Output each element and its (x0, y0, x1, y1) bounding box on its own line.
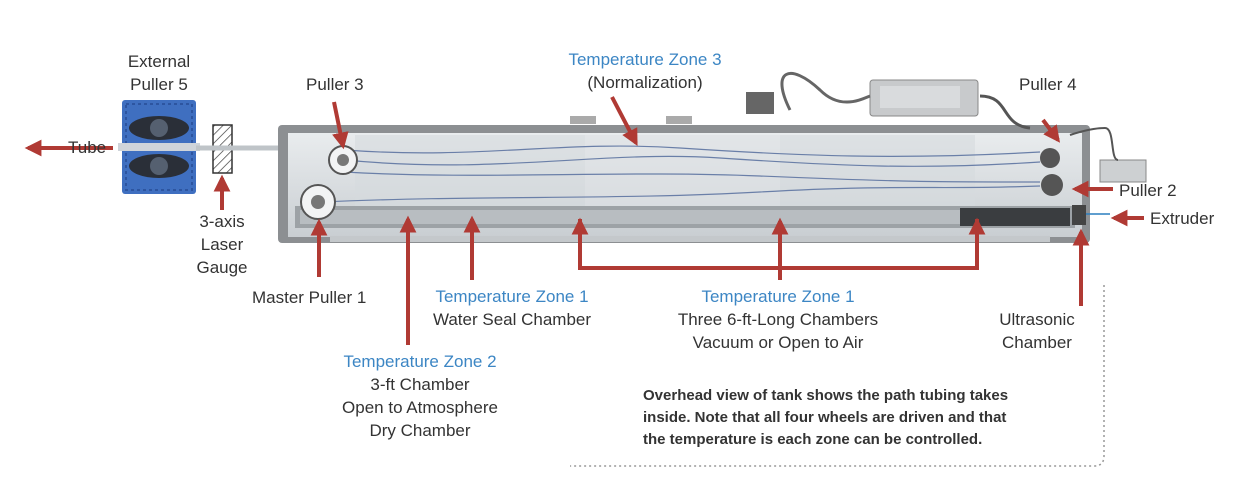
tube-label: Tube (68, 138, 107, 157)
note-line-2: inside. Note that all four wheels are dr… (643, 409, 1007, 426)
zone-2-title: Temperature Zone 2 (343, 352, 497, 371)
zone-1-water-line-1: Water Seal Chamber (432, 310, 592, 329)
zone-2-line-1: 3-ft Chamber (370, 375, 470, 394)
zone-2-line-3: Dry Chamber (369, 421, 471, 440)
annotation-arrows (24, 96, 1144, 345)
tank-body (278, 125, 1090, 243)
puller-4-arrow (1041, 118, 1061, 143)
puller-2-label: Puller 2 (1119, 181, 1177, 200)
laser-gauge-line-1: 3-axis (199, 212, 245, 231)
note-line-3: the temperature is each zone can be cont… (643, 431, 983, 448)
zone-1-water-title: Temperature Zone 1 (435, 287, 589, 306)
overhead-view-note: Overhead view of tank shows the path tub… (643, 385, 1113, 451)
zone-3-line-1: (Normalization) (587, 73, 703, 92)
note-line-1: Overhead view of tank shows the path tub… (643, 387, 1009, 404)
laser-gauge-line-2: Laser (200, 235, 244, 254)
zone-1-three-line-1: Three 6-ft-Long Chambers (677, 310, 879, 329)
zone-3-label: Temperature Zone 3 (Normalization) (536, 48, 754, 94)
zone-3-title: Temperature Zone 3 (568, 50, 722, 69)
external-puller-5-label: External Puller 5 (108, 50, 210, 96)
master-puller-1-label: Master Puller 1 (252, 288, 367, 307)
external-puller-5-line-1: External (127, 52, 191, 71)
external-puller-5-line-2: Puller 5 (130, 75, 188, 94)
zone-2-label: Temperature Zone 2 3-ft Chamber Open to … (310, 350, 530, 442)
zone-2-line-2: Open to Atmosphere (342, 398, 498, 417)
ultrasonic-chamber-label: Ultrasonic Chamber (982, 308, 1092, 354)
extruder-label: Extruder (1150, 209, 1215, 228)
puller-3-label: Puller 3 (306, 75, 364, 94)
laser-gauge-label: 3-axis Laser Gauge (186, 210, 258, 279)
ultrasonic-line-2: Chamber (1002, 333, 1072, 352)
zone-3-arrow (610, 96, 638, 146)
laser-gauge-line-3: Gauge (196, 258, 248, 277)
zone-1-water-label: Temperature Zone 1 Water Seal Chamber (402, 285, 622, 331)
control-box (570, 72, 1147, 215)
puller-3-arrow (332, 101, 349, 150)
zone-1-three-title: Temperature Zone 1 (701, 287, 855, 306)
zone-1-three-label: Temperature Zone 1 Three 6-ft-Long Chamb… (650, 285, 906, 354)
puller-4-label: Puller 4 (1019, 75, 1077, 94)
note-border (570, 285, 1105, 467)
ultrasonic-line-1: Ultrasonic (999, 310, 1075, 329)
zone-1-three-line-2: Vacuum or Open to Air (692, 333, 864, 352)
external-puller-5-unit (118, 100, 200, 194)
